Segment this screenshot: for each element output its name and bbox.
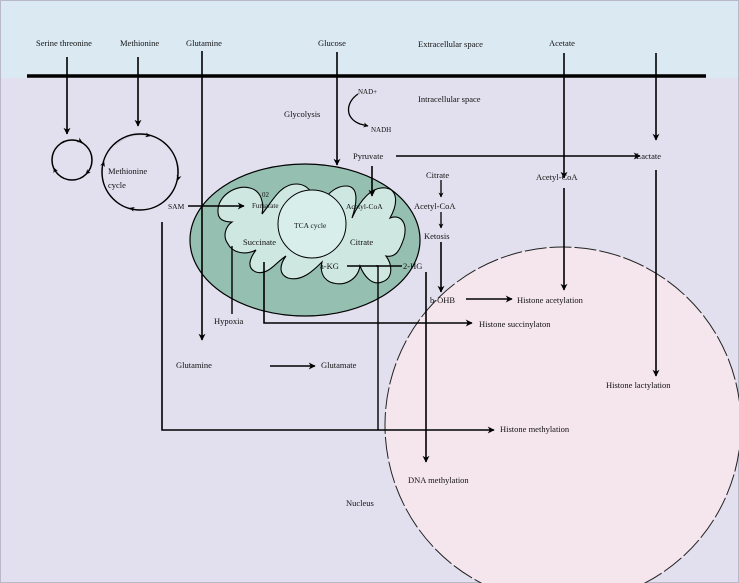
glutamine-label: Glutamine: [186, 38, 222, 48]
connectors: [63, 51, 660, 463]
arrow-nad-nadh: [347, 93, 369, 128]
intracellular-label: Intracellular space: [418, 94, 481, 104]
lactate-label: Lactate: [636, 151, 661, 161]
nucleus: [384, 246, 739, 583]
pyruvate-label: Pyruvate: [353, 151, 383, 161]
methionine-label: Methionine: [120, 38, 159, 48]
arrow-succinate-succinylation: [263, 262, 473, 327]
histone-methylation-label: Histone methylation: [500, 424, 570, 434]
glutamate-label: Glutamate: [321, 360, 357, 370]
nucleus-label: Nucleus: [346, 498, 374, 508]
histone-lactylation-label: Histone lactylation: [606, 380, 671, 390]
acetyl-coa-acetate-label: Acetyl-CoA: [536, 172, 578, 182]
acetyl-coa-cyto-label: Acetyl-CoA: [414, 201, 456, 211]
nad-plus-label: NAD+: [358, 88, 377, 96]
serine-cycle-circle: [51, 139, 93, 181]
o2-label: 02: [262, 191, 270, 199]
methionine-cycle-label-line2: cycle: [108, 180, 126, 190]
acetate-label: Acetate: [549, 38, 575, 48]
two-hg-label: 2-HG: [403, 261, 422, 271]
sam-label: SAM: [168, 202, 185, 211]
glucose-label: Glucose: [318, 38, 346, 48]
methionine-cycle-label: Methionine: [108, 166, 147, 176]
a-kg-label: a-KG: [320, 261, 339, 271]
arrow-sam-methylation: [161, 222, 495, 434]
tca-cycle-label: TCA cycle: [294, 221, 327, 230]
glycolysis-label: Glycolysis: [284, 109, 320, 119]
succinate-label: Succinate: [243, 237, 276, 247]
extracellular-region: [0, 0, 739, 78]
acetyl-coa-mito-label: Acetyl-CoA: [346, 202, 383, 211]
histone-succinylation-label: Histone succinylaton: [479, 319, 551, 329]
citrate-mito-label: Citrate: [350, 237, 373, 247]
dna-methylation-label: DNA methylation: [408, 475, 469, 485]
histone-acetylation-label: Histone acetylation: [517, 295, 584, 305]
glutamine-inner-label: Glutamine: [176, 360, 212, 370]
mitochondrion: [189, 163, 421, 317]
citrate-cyto-label: Citrate: [426, 170, 449, 180]
b-ohb-label: b-OHB: [430, 295, 455, 305]
serine-cycle: [51, 137, 93, 181]
serine-threonine-label: Serine threonine: [36, 38, 92, 48]
tca-cycle-circle: [277, 189, 347, 259]
hypoxia-label: Hypoxia: [214, 316, 244, 326]
fumarate-label: Fumarate: [252, 202, 278, 210]
nadh-label: NADH: [371, 126, 391, 134]
extracellular-label: Extracellular space: [418, 39, 483, 49]
ketosis-label: Ketosis: [424, 231, 450, 241]
